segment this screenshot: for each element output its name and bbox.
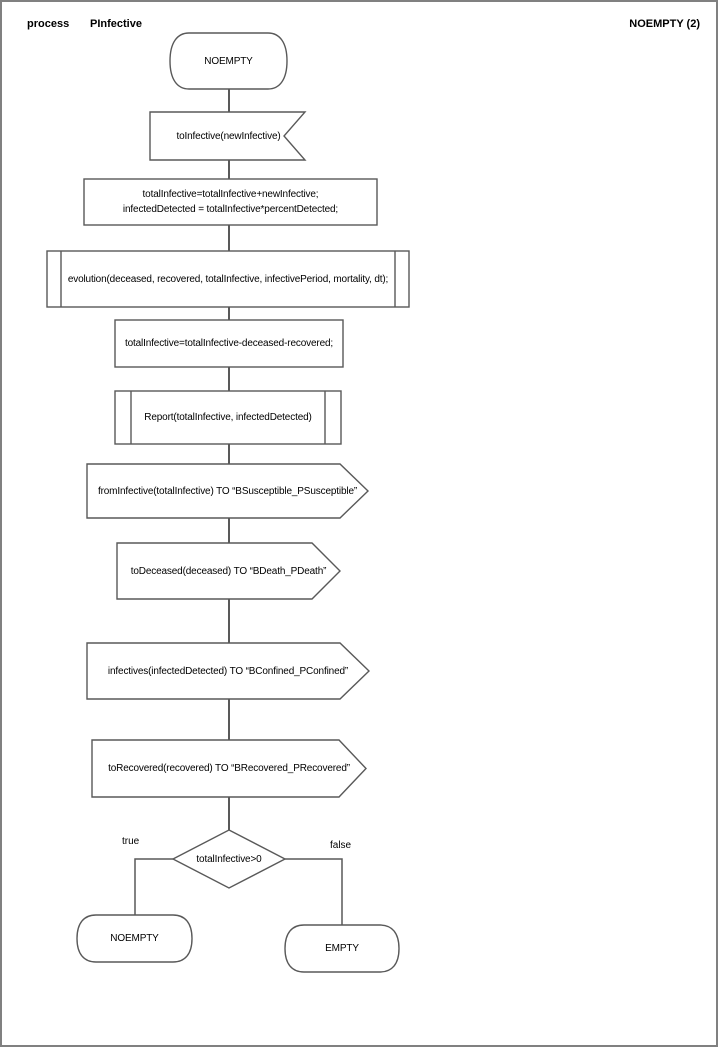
branch-true-line bbox=[134, 858, 173, 915]
branch-false-label: false bbox=[330, 840, 352, 851]
output-susceptible-shape bbox=[86, 463, 370, 519]
next-state-empty-shape bbox=[284, 924, 400, 973]
branch-lines bbox=[134, 858, 343, 925]
output-death-shape bbox=[116, 542, 341, 600]
branch-true-label: true bbox=[122, 836, 140, 847]
branch-false-line bbox=[285, 858, 343, 925]
process-kind-label: process bbox=[27, 18, 70, 30]
output-confined-shape bbox=[86, 642, 371, 700]
flowchart-shapes bbox=[46, 32, 410, 973]
page-reference: NOEMPTY (2) bbox=[629, 18, 700, 30]
input-signal-shape bbox=[149, 111, 307, 161]
update-task-shape bbox=[114, 319, 344, 368]
report-call-shape bbox=[114, 390, 342, 445]
start-state-shape bbox=[169, 32, 288, 90]
decision-diamond-shape bbox=[171, 829, 287, 889]
next-state-noempty-shape bbox=[76, 914, 193, 963]
output-recovered-shape bbox=[91, 739, 367, 798]
assign-task-shape bbox=[83, 178, 378, 226]
process-name: PInfective bbox=[90, 18, 142, 30]
evolution-call-shape bbox=[46, 250, 410, 308]
